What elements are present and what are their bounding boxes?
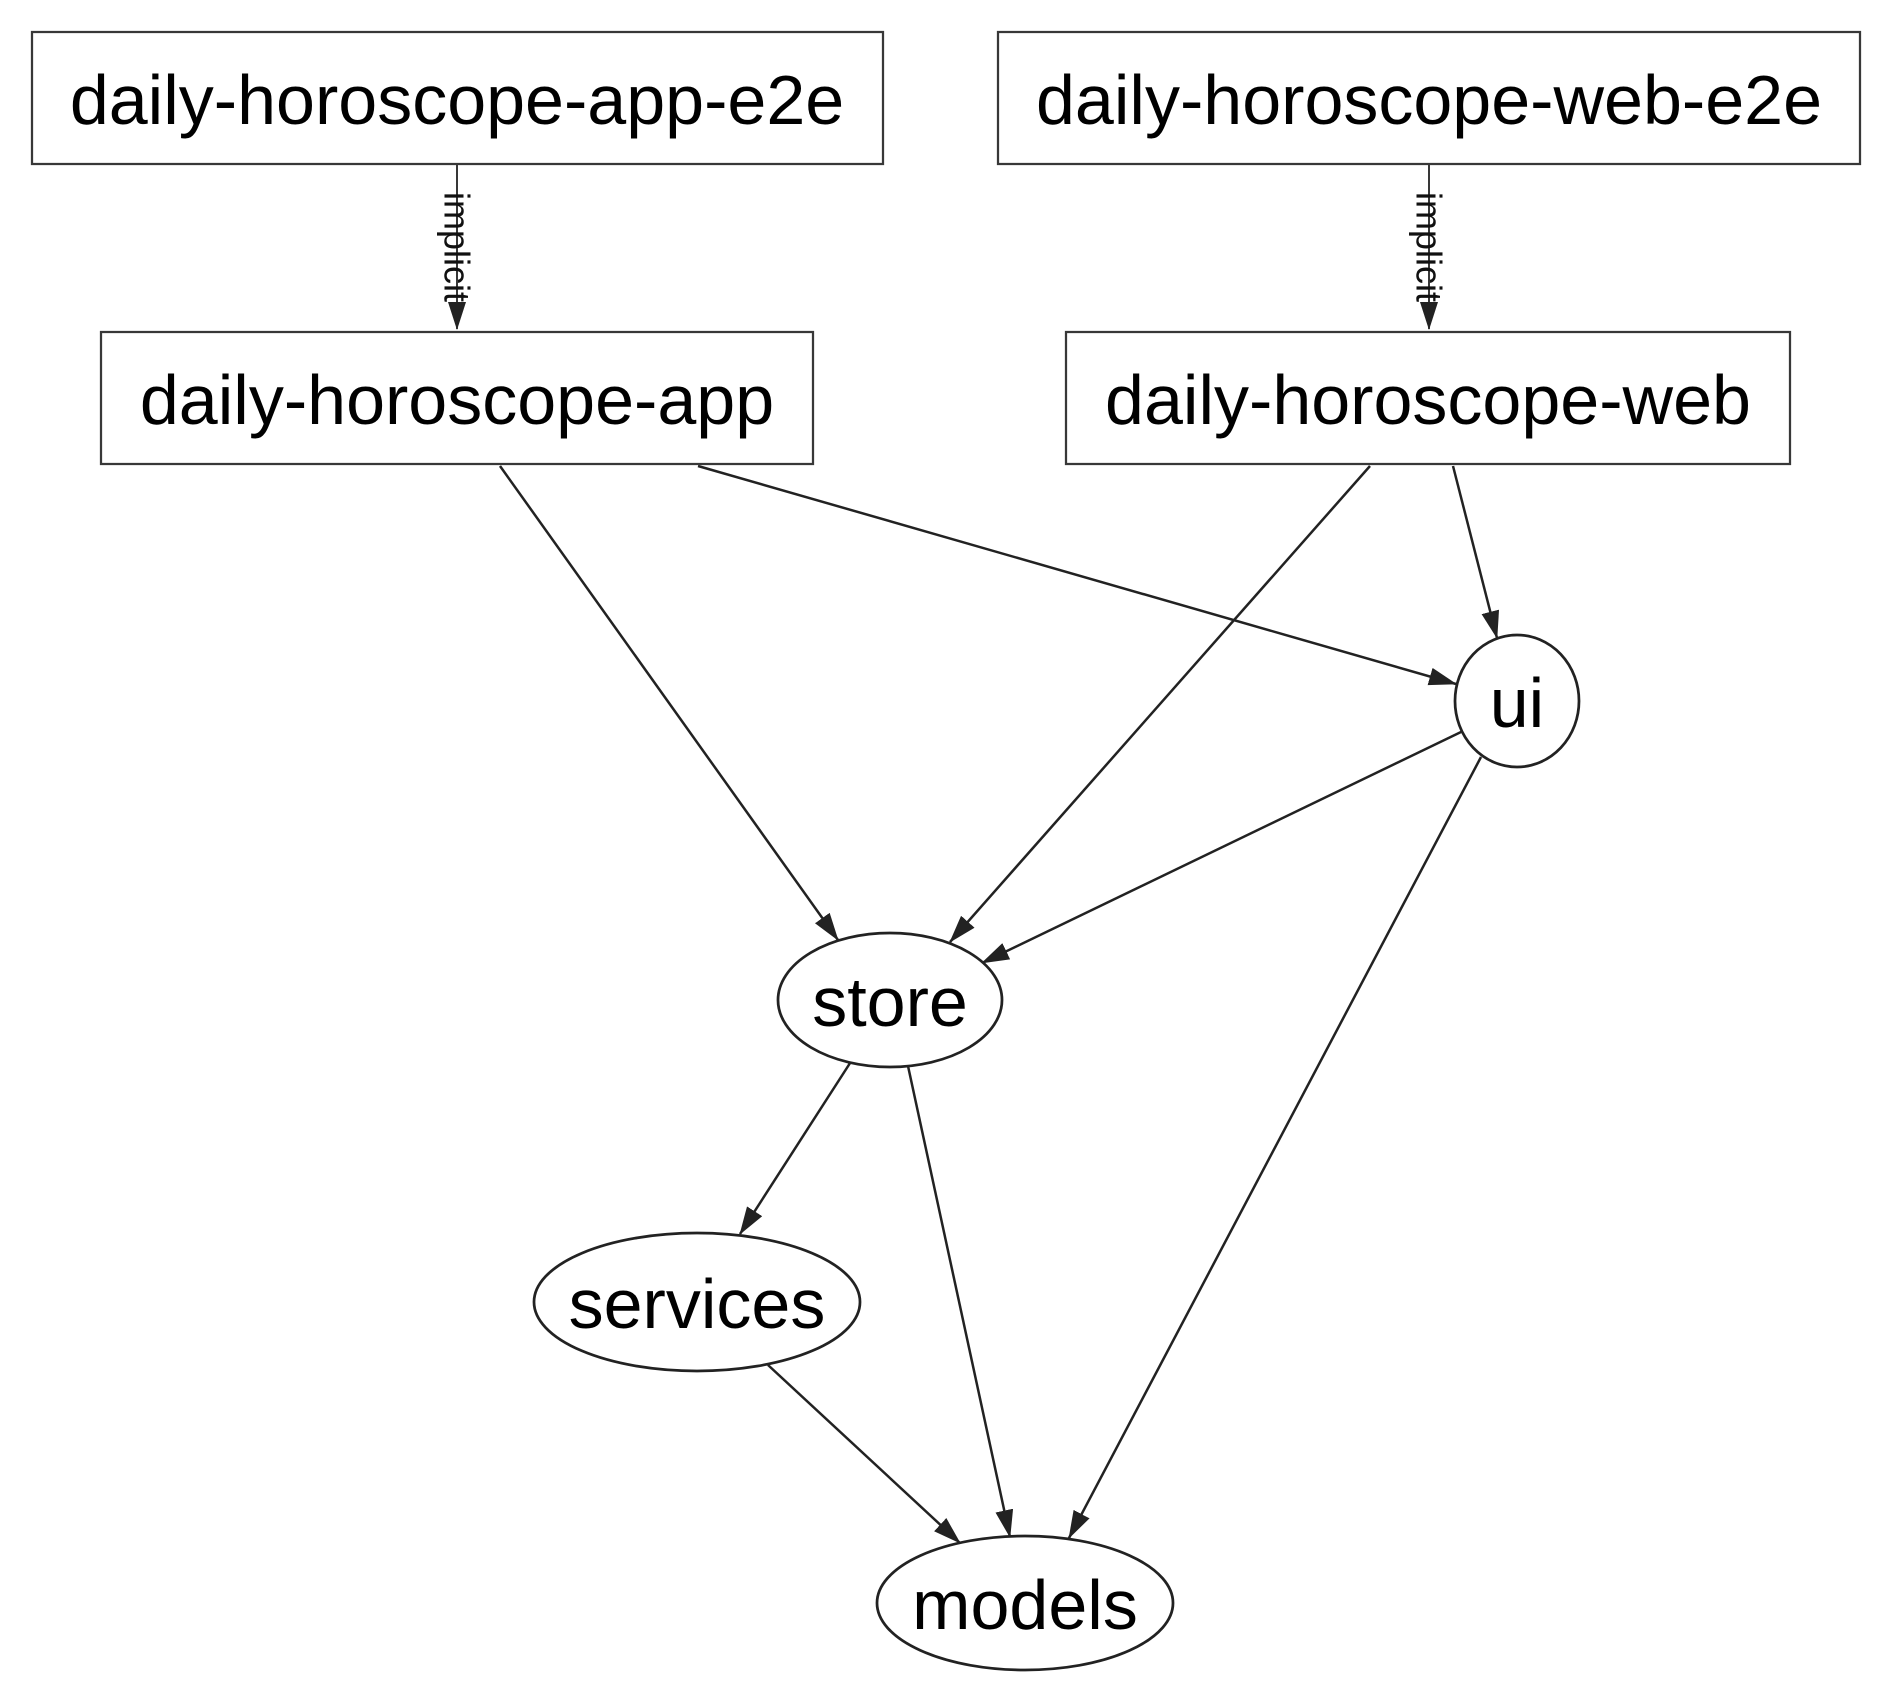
- edge-label-implicit-app: implicit: [437, 192, 478, 302]
- node-label-daily-horoscope-app-e2e: daily-horoscope-app-e2e: [70, 61, 844, 139]
- edge-web-to-store: [949, 465, 1371, 943]
- node-daily-horoscope-web: [1064, 330, 1792, 466]
- node-label-models: models: [912, 1566, 1138, 1644]
- edge-group: [448, 164, 1500, 1544]
- node-label-store: store: [812, 963, 968, 1041]
- node-services: [532, 1231, 862, 1373]
- node-daily-horoscope-app: [99, 330, 815, 466]
- edge-ui-to-models: [1067, 756, 1483, 1539]
- edge-label-implicit-web: implicit: [1409, 192, 1450, 302]
- node-daily-horoscope-app-e2e: [30, 30, 885, 166]
- edge-store-to-models: [906, 1065, 1014, 1538]
- node-label-ui: ui: [1490, 664, 1544, 742]
- edge-app-to-store: [498, 465, 840, 941]
- node-label-daily-horoscope-web-e2e: daily-horoscope-web-e2e: [1036, 61, 1822, 139]
- node-store: [776, 931, 1004, 1069]
- node-ui: [1453, 633, 1581, 769]
- node-label-services: services: [569, 1265, 826, 1343]
- edge-web-to-ui: [1451, 465, 1500, 639]
- edge-label-group: implicit implicit: [437, 192, 1450, 302]
- node-daily-horoscope-web-e2e: [996, 30, 1862, 166]
- node-models: [875, 1534, 1175, 1672]
- edge-app-to-ui: [697, 464, 1457, 686]
- node-label-daily-horoscope-web: daily-horoscope-web: [1105, 361, 1751, 439]
- edge-store-to-services: [738, 1059, 854, 1235]
- node-label-daily-horoscope-app: daily-horoscope-app: [140, 361, 774, 439]
- node-group: daily-horoscope-app-e2e daily-horoscope-…: [30, 30, 1862, 1672]
- edge-services-to-models: [767, 1364, 961, 1544]
- edge-ui-to-store: [981, 730, 1462, 965]
